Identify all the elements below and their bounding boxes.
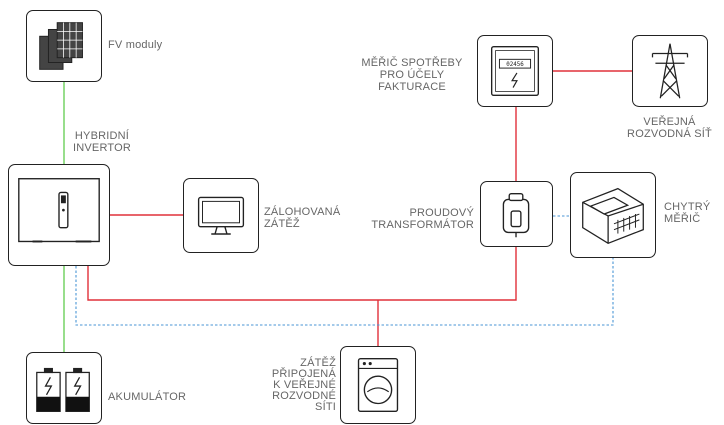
- pv-modules-box: [26, 10, 102, 82]
- inverter-to-ct-line: [87, 247, 517, 301]
- hybrid-inverter-box: [8, 164, 110, 266]
- inverter-icon: [18, 178, 100, 243]
- washing-machine-icon: [357, 358, 399, 412]
- public-grid-box: [632, 35, 708, 107]
- grid-load-box: [340, 346, 416, 424]
- battery-icon: [36, 367, 90, 412]
- pv-modules-label: FV moduly: [108, 39, 163, 51]
- power-pylon-icon: [651, 43, 689, 99]
- current-transformer-box: [480, 181, 553, 247]
- consumption-meter-box: 02456: [477, 35, 553, 107]
- monitor-icon: [197, 196, 245, 235]
- electricity-meter-icon: 02456: [490, 46, 540, 96]
- battery-box: [26, 352, 102, 424]
- battery-label: AKUMULÁTOR: [108, 391, 187, 403]
- backup-load-box: [183, 178, 259, 253]
- solar-panel-icon: [39, 22, 83, 70]
- current-clamp-icon: [502, 192, 530, 238]
- meter-display-text: 02456: [506, 62, 524, 68]
- smart-meter-icon: [582, 187, 644, 245]
- inverter-to-smart-meter-comm-line: [75, 258, 614, 326]
- smart-meter-box: [570, 172, 656, 258]
